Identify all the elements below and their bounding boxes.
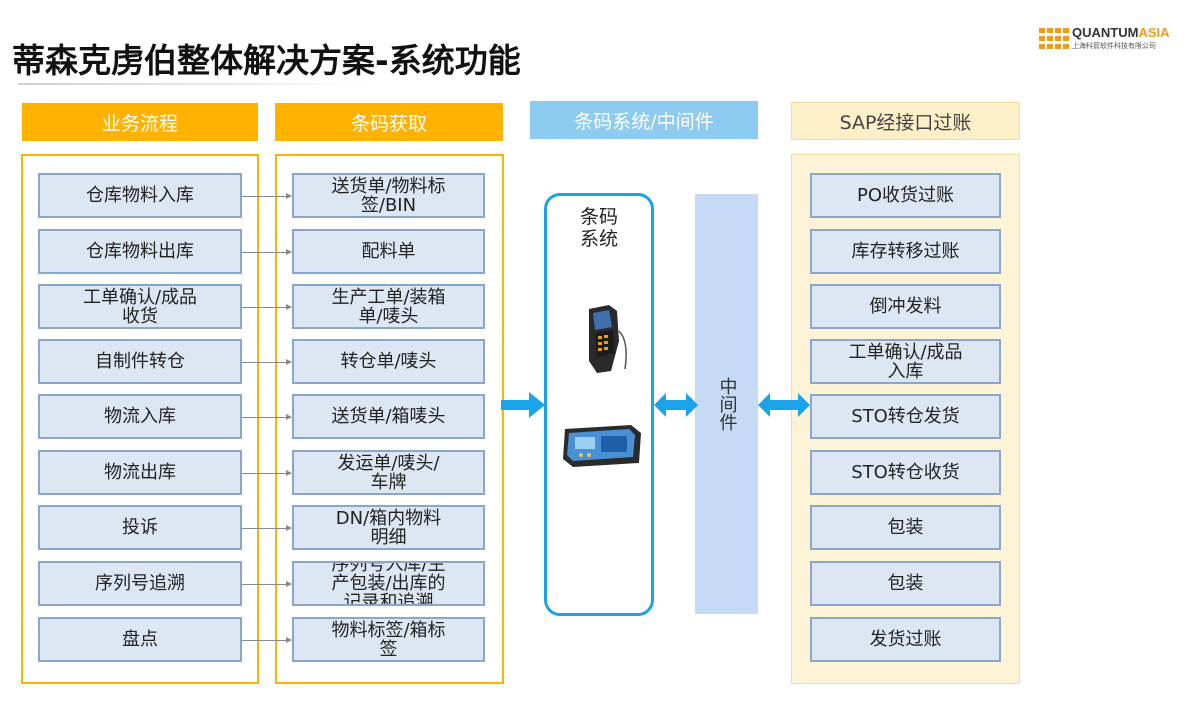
document-box: 生产工单/装箱 单/唛头 bbox=[292, 284, 485, 329]
process-box: 物流入库 bbox=[38, 394, 242, 439]
document-box: 物料标签/箱标 签 bbox=[292, 617, 485, 662]
sap-item: 包装 bbox=[810, 505, 1001, 550]
header-business-process: 业务流程 bbox=[22, 103, 258, 141]
sap-item: 包装 bbox=[810, 561, 1001, 606]
sap-item: PO收货过账 bbox=[810, 173, 1001, 218]
title-underline bbox=[18, 83, 378, 85]
header-barcode-capture: 条码获取 bbox=[275, 103, 503, 141]
header-barcode-system: 条码系统/中间件 bbox=[530, 101, 758, 139]
document-box: DN/箱内物料 明细 bbox=[292, 505, 485, 550]
handheld-scanner-icon bbox=[589, 305, 627, 373]
double-arrow-middleware-sap bbox=[758, 393, 810, 417]
connector-arrow bbox=[242, 581, 292, 587]
document-box: 转仓单/唛头 bbox=[292, 339, 485, 384]
logo-name: QUANTUMASIA bbox=[1072, 25, 1170, 40]
connector-arrow bbox=[242, 525, 292, 531]
connector-arrow bbox=[242, 359, 292, 365]
flow-arrow bbox=[501, 392, 545, 418]
logo-grid-icon bbox=[1039, 28, 1069, 50]
sap-item: 工单确认/成品 入库 bbox=[810, 339, 1001, 384]
sap-item: STO转仓收货 bbox=[810, 450, 1001, 495]
business-process-frame bbox=[21, 154, 259, 684]
connector-arrow bbox=[242, 637, 292, 643]
page-title: 蒂森克虏伯整体解决方案-系统功能 bbox=[12, 41, 521, 80]
document-box: 送货单/箱唛头 bbox=[292, 394, 485, 439]
process-box: 仓库物料出库 bbox=[38, 229, 242, 274]
sap-item: 库存转移过账 bbox=[810, 229, 1001, 274]
connector-arrow bbox=[242, 470, 292, 476]
process-box: 仓库物料入库 bbox=[38, 173, 242, 218]
logo-name-part1: QUANTUM bbox=[1072, 25, 1139, 40]
double-arrow-system-middleware bbox=[654, 393, 698, 417]
document-box: 发运单/唛头/ 车牌 bbox=[292, 450, 485, 495]
barcode-capture-frame bbox=[275, 154, 504, 684]
document-box: 送货单/物料标 签/BIN bbox=[292, 173, 485, 218]
sap-item: 倒冲发料 bbox=[810, 284, 1001, 329]
process-box: 投诉 bbox=[38, 505, 242, 550]
industrial-controller-icon bbox=[563, 425, 641, 467]
barcode-system-panel: 条码 系统 bbox=[544, 193, 654, 616]
connector-arrow bbox=[242, 304, 292, 310]
connector-arrow bbox=[242, 414, 292, 420]
sap-item: STO转仓发货 bbox=[810, 394, 1001, 439]
barcode-system-label: 条码 系统 bbox=[579, 206, 618, 250]
middleware-label: 中间件 bbox=[716, 377, 738, 431]
sap-item: 发货过账 bbox=[810, 617, 1001, 662]
process-box: 序列号追溯 bbox=[38, 561, 242, 606]
document-box: 序列号入库/生 产包装/出库的 记录和追溯 bbox=[292, 561, 485, 606]
process-box: 物流出库 bbox=[38, 450, 242, 495]
document-box: 配料单 bbox=[292, 229, 485, 274]
process-box: 自制件转仓 bbox=[38, 339, 242, 384]
connector-arrow bbox=[242, 249, 292, 255]
middleware-panel: 中间件 bbox=[695, 194, 758, 614]
header-sap-interface: SAP经接口过账 bbox=[791, 102, 1020, 140]
process-box: 工单确认/成品 收货 bbox=[38, 284, 242, 329]
process-box: 盘点 bbox=[38, 617, 242, 662]
logo-subtitle: 上海科箭软件科技有限公司 bbox=[1072, 42, 1156, 50]
connector-arrow bbox=[242, 193, 292, 199]
company-logo: QUANTUMASIA 上海科箭软件科技有限公司 bbox=[1039, 25, 1179, 59]
logo-name-part2: ASIA bbox=[1138, 25, 1170, 40]
